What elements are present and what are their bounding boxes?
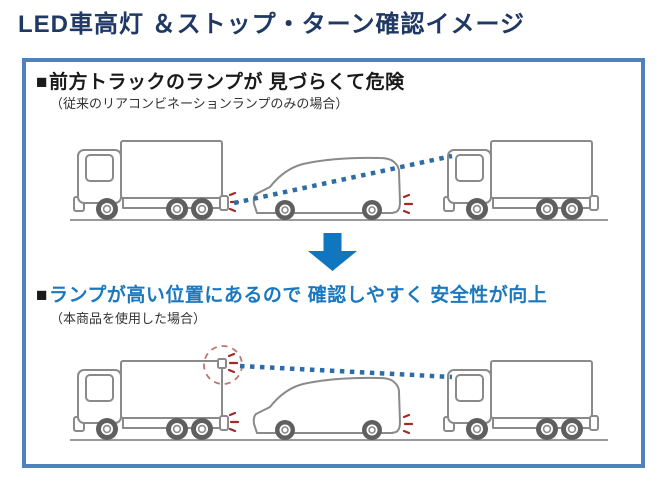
low-lamp-glow-icon [228,411,240,433]
after-subtitle: （本商品を使用した場合） [50,311,207,326]
after-illustration [70,345,608,441]
down-arrow-icon [308,233,357,271]
high-lamp-glow-icon [227,352,239,374]
van-lamp-glow-icon [402,413,414,435]
page-title: LED車高灯 ＆ストップ・ターン確認イメージ [18,11,525,38]
middle-van [254,378,400,440]
following-truck [444,361,598,440]
before-heading: ■前方トラックのランプが 見づらくて危険 [36,71,405,95]
van-lamp-glow-icon [402,193,414,215]
after-heading-text: ランプが高い位置にあるので 確認しやすく 安全性が向上 [48,285,548,306]
after-heading: ■ランプが高い位置にあるので 確認しやすく 安全性が向上 [36,284,547,308]
before-subtitle: （従来のリアコンビネーションランプのみの場合） [50,96,349,111]
black-square-bullet-icon: ■ [36,285,48,306]
following-truck [444,141,598,220]
high-mounted-led-lamp [217,358,227,369]
before-illustration [70,118,608,221]
middle-van [254,158,400,220]
black-square-bullet-icon: ■ [36,72,48,93]
blocked-sight-line [233,153,453,206]
front-truck [74,361,228,440]
comparison-panel: ■前方トラックのランプが 見づらくて危険 （従来のリアコンビネーションランプのみ… [22,58,645,468]
clear-sight-line [239,363,453,380]
before-heading-text: 前方トラックのランプが 見づらくて危険 [48,72,405,93]
front-truck [74,141,228,220]
